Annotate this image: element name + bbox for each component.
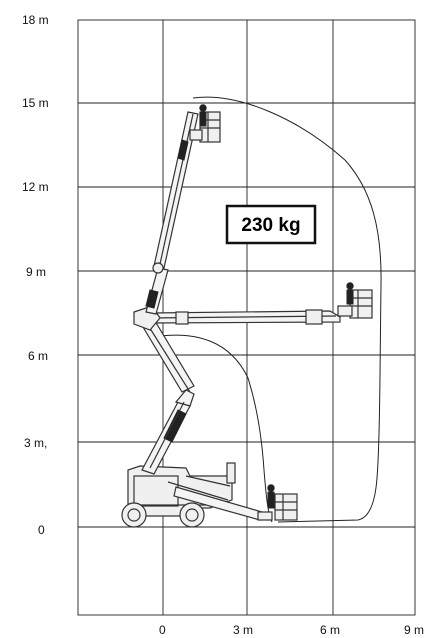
horizontal-boom — [133, 305, 341, 331]
x-tick-label: 0 — [159, 623, 166, 637]
working-envelope — [159, 96, 382, 523]
x-axis-labels: 0 3 m 6 m 9 m — [159, 623, 424, 637]
capacity-label: 230 kg — [241, 215, 300, 236]
aerial-work-platform-icon — [121, 104, 373, 528]
x-tick-label: 9 m — [404, 623, 424, 637]
inner-envelope-line — [159, 334, 273, 523]
outer-envelope-line — [192, 96, 382, 523]
y-tick-label: 3 m, — [24, 436, 47, 450]
operator-icon — [267, 484, 275, 492]
y-tick-label: 9 m — [26, 265, 46, 279]
operator-icon — [199, 104, 207, 112]
y-tick-label: 0 — [38, 523, 45, 537]
y-tick-label: 18 m — [22, 13, 49, 27]
grid-frame — [77, 19, 416, 616]
y-axis-labels: 18 m 15 m 12 m 9 m 6 m 3 m, 0 — [22, 13, 49, 537]
basket-icon — [189, 104, 221, 143]
y-tick-label: 6 m — [28, 349, 48, 363]
y-tick-label: 15 m — [22, 96, 49, 110]
wheel-icon — [179, 502, 205, 528]
articulated-boom — [139, 315, 195, 475]
basket-icon — [257, 484, 298, 521]
basket-icon — [337, 282, 373, 319]
y-tick-label: 12 m — [22, 180, 49, 194]
capacity-box — [225, 204, 317, 245]
wheel-icon — [121, 502, 147, 528]
wheels — [121, 502, 205, 528]
upper-boom — [145, 111, 199, 315]
x-tick-label: 6 m — [320, 623, 340, 637]
capacity-badge: 230 kg — [225, 204, 317, 245]
operator-icon — [346, 282, 354, 290]
x-tick-label: 3 m — [233, 623, 253, 637]
